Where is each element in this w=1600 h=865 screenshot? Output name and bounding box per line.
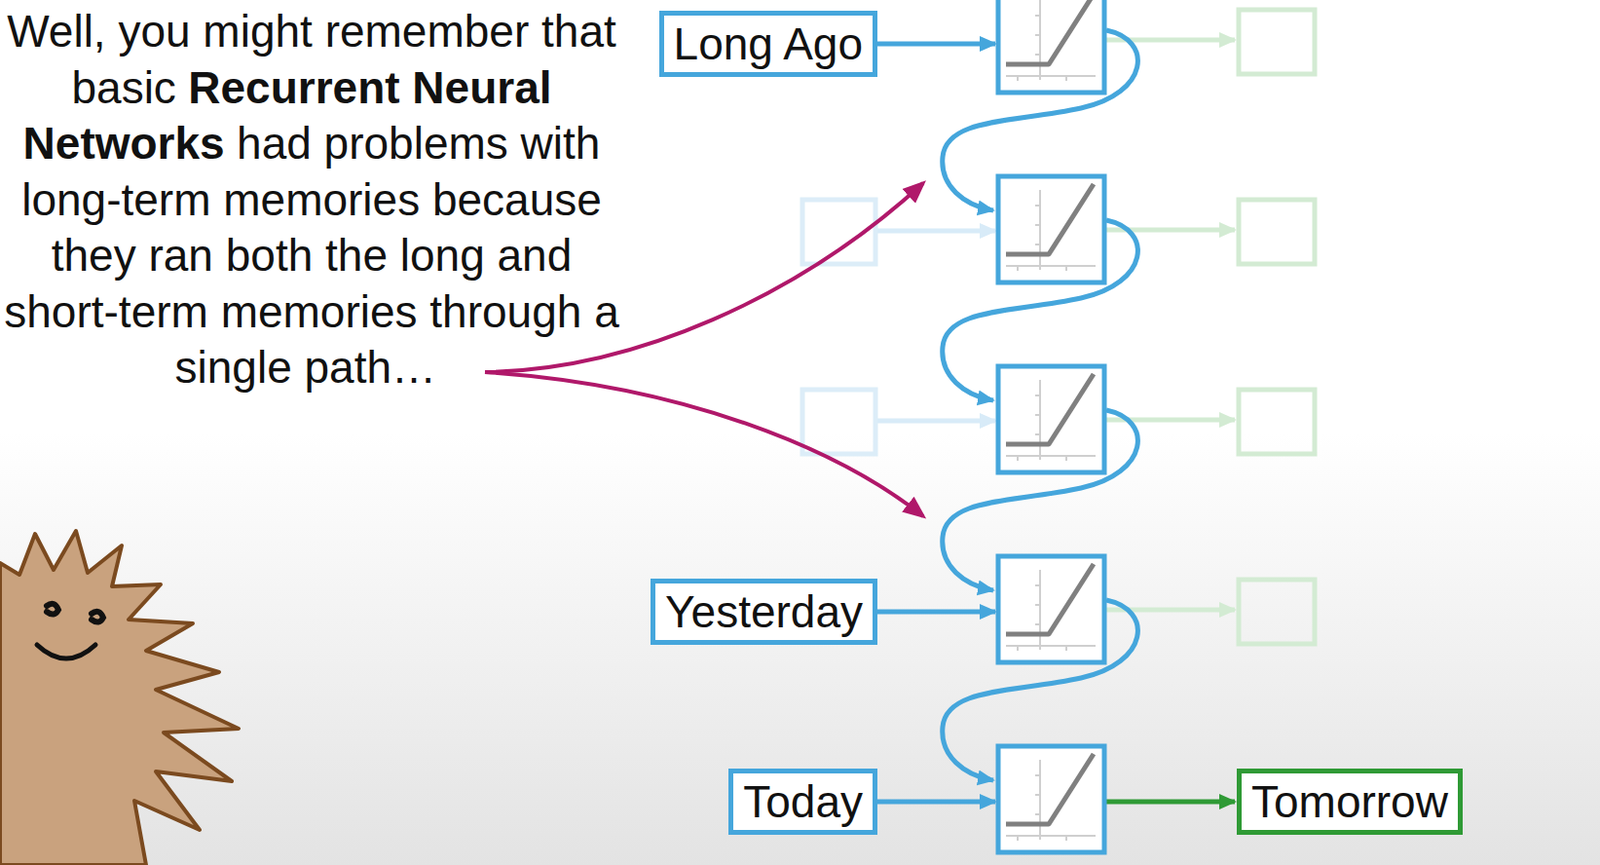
input-arrow — [877, 799, 996, 805]
faded-output-box — [1238, 9, 1315, 75]
input-box: Today — [728, 768, 878, 835]
pointer-arrow — [484, 372, 924, 517]
narration-block: Well, you might remember that basicRecur… — [0, 3, 624, 397]
input-box: Yesterday — [650, 578, 878, 645]
relu-box — [998, 745, 1105, 853]
faded-output-box — [1238, 199, 1315, 264]
input-arrow — [877, 418, 996, 424]
output-arrow — [1106, 799, 1235, 805]
faded-output-box — [1238, 579, 1315, 644]
relu-box — [998, 366, 1105, 473]
faded-input-box — [802, 389, 876, 454]
input-arrow — [877, 609, 996, 615]
node-label: Tomorrow — [1251, 775, 1449, 828]
relu-box — [998, 556, 1105, 663]
input-arrow — [877, 228, 996, 234]
relu-box — [998, 0, 1105, 93]
input-arrow — [877, 41, 996, 47]
mascot — [0, 530, 239, 865]
output-box: Tomorrow — [1236, 768, 1463, 835]
faded-output-box — [1238, 389, 1315, 454]
node-label: Long Ago — [673, 17, 863, 71]
node-label: Yesterday — [665, 585, 863, 638]
relu-box — [998, 176, 1105, 283]
node-label: Today — [743, 775, 863, 828]
input-box: Long Ago — [659, 10, 878, 77]
